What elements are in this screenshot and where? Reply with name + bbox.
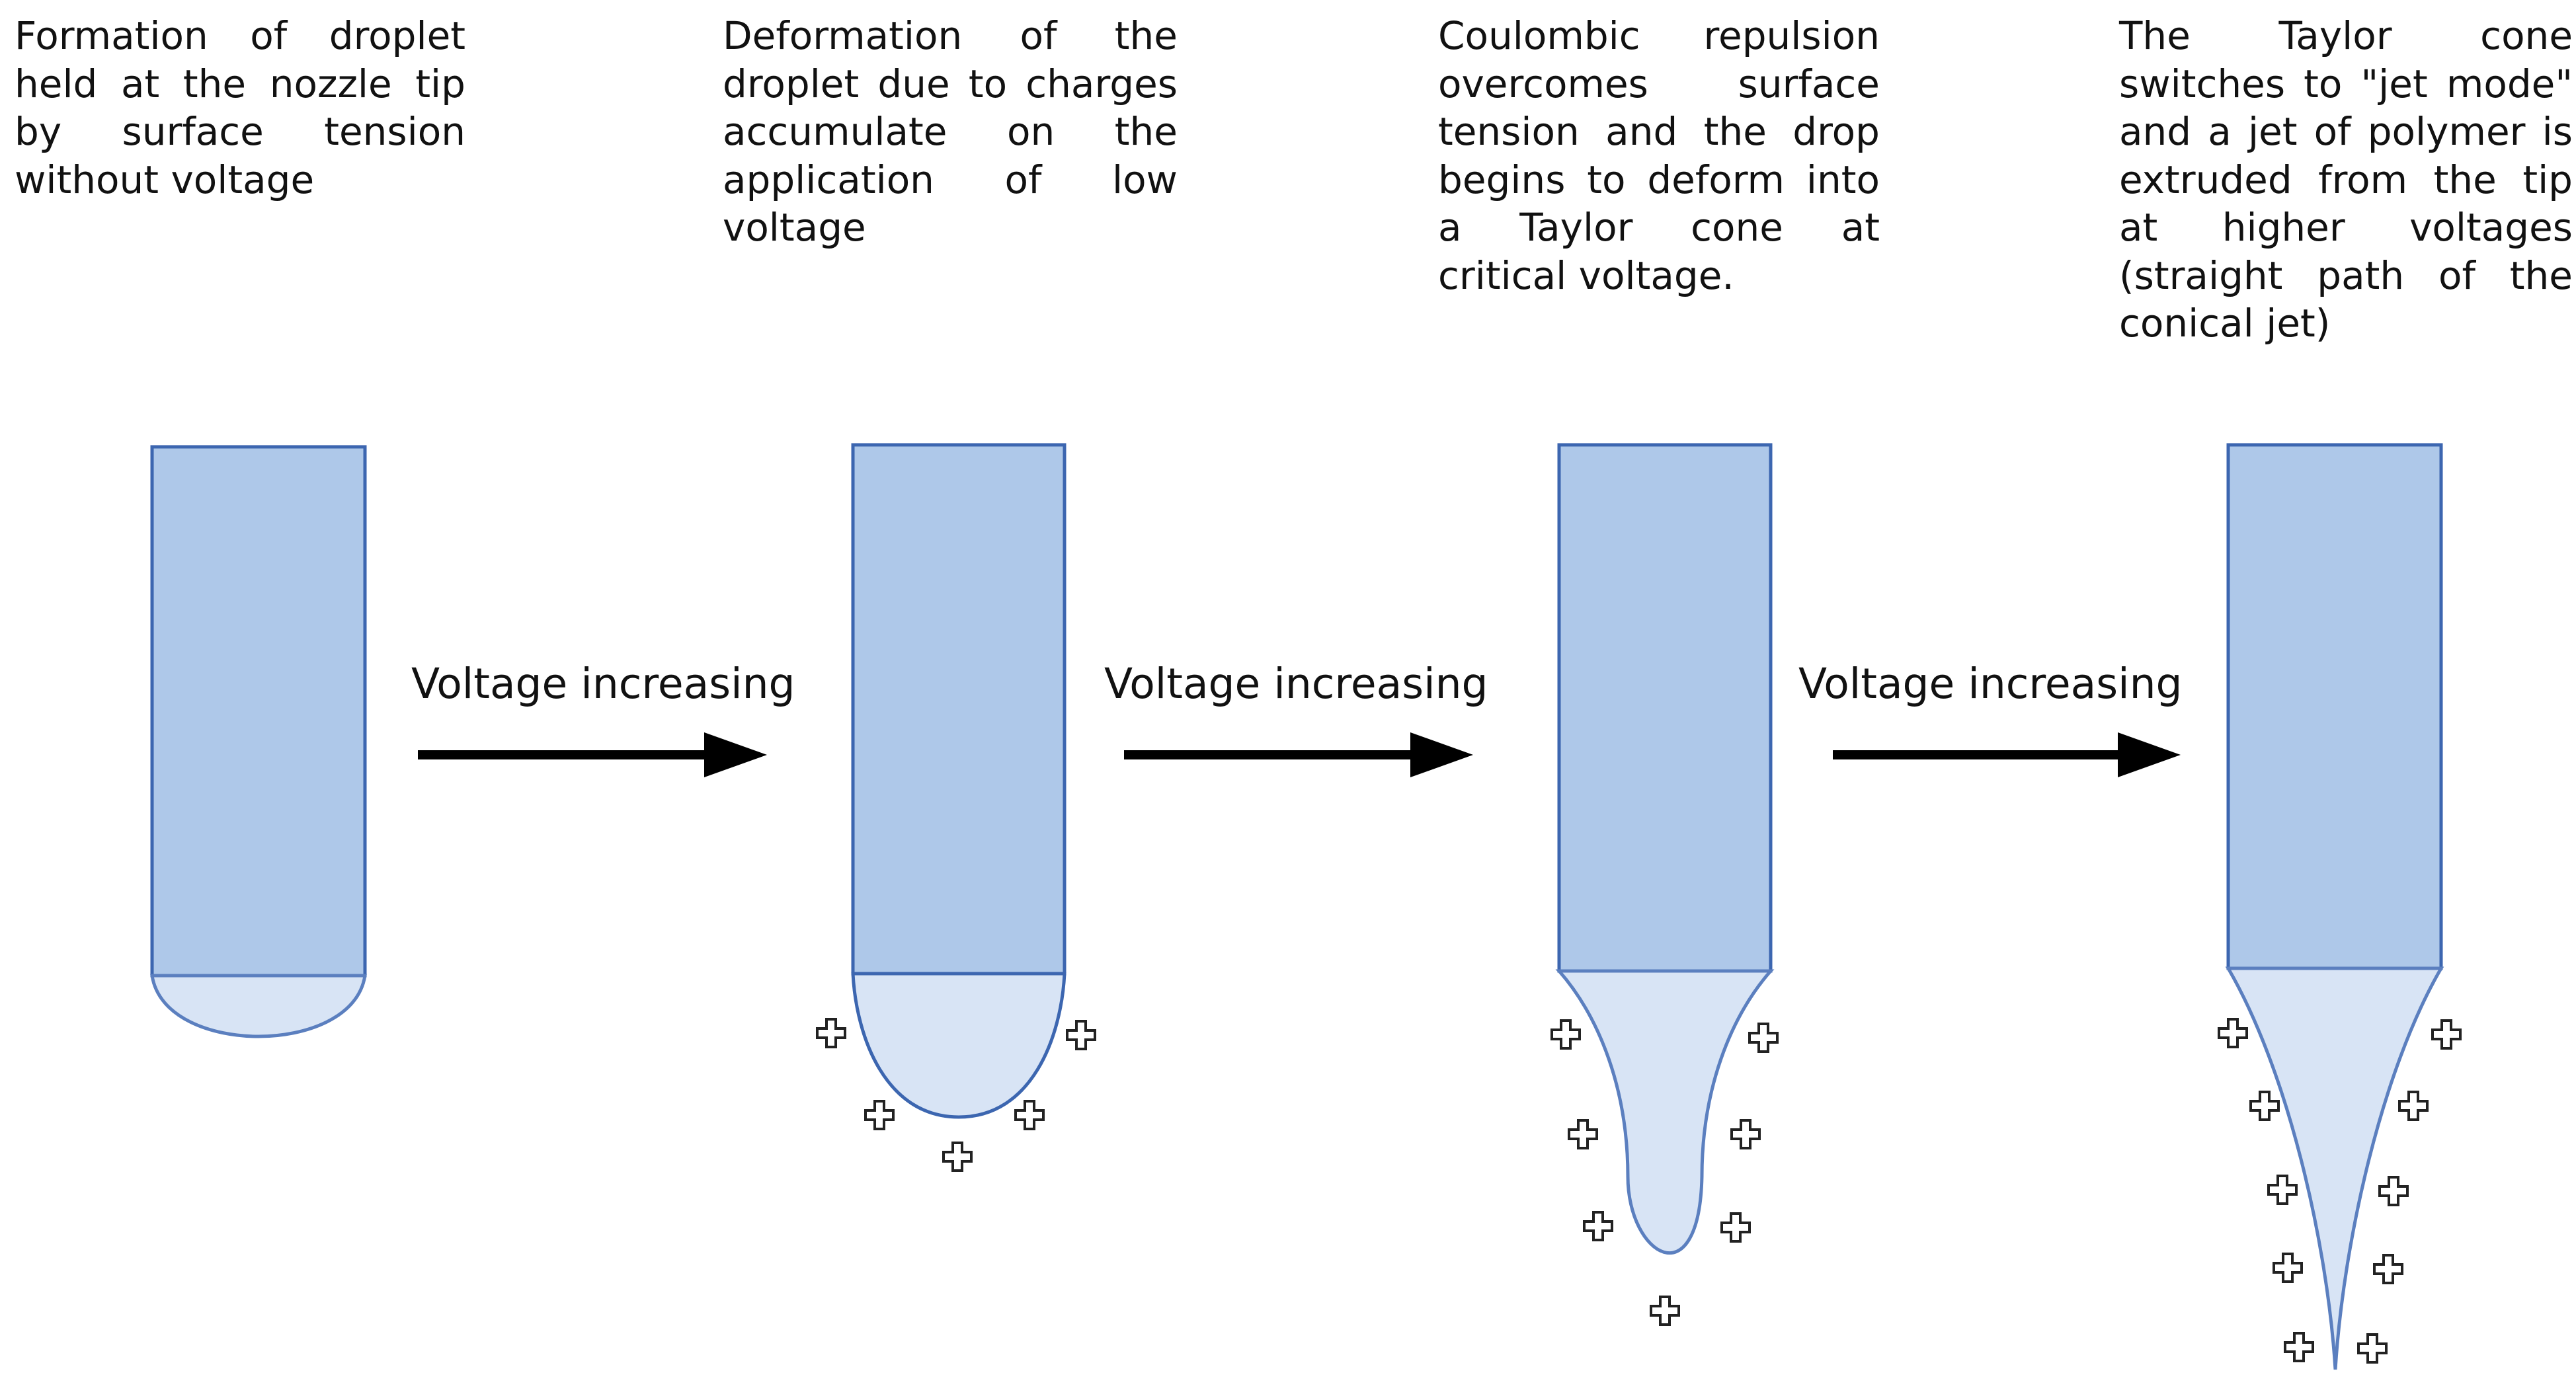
charge-icon [1568,1119,1598,1149]
charge-icon [1720,1212,1751,1243]
charge-icon [942,1142,973,1172]
charge-icon [2431,1019,2462,1050]
charge-icon [2249,1091,2280,1121]
charge-icon [2398,1091,2429,1121]
stage-4-nozzle [2226,443,2443,970]
charge-icon [2373,1254,2403,1284]
charge-icon [2378,1176,2409,1206]
stage-2-nozzle [851,443,1067,976]
stage-2-droplet [851,972,1067,1119]
arrow-1-label: Voltage increasing [411,660,795,708]
charge-icon [2284,1332,2314,1362]
charge-icon [1014,1100,1045,1130]
stage-4-conical-jet [2225,966,2444,1370]
arrow-3-label: Voltage increasing [1798,660,2183,708]
charge-icon [2273,1253,2303,1283]
charge-icon [816,1018,846,1048]
charge-icon [1748,1023,1779,1053]
charge-icon [2357,1333,2388,1364]
charge-icon [864,1100,895,1130]
charge-icon [1650,1296,1680,1326]
charge-icon [1550,1019,1581,1050]
stage-1-caption: Formation of droplet held at the nozzle … [15,13,465,202]
charge-icon [1066,1020,1096,1050]
arrow-1 [418,732,767,777]
charge-icon [1730,1119,1761,1149]
charge-icon [2218,1018,2248,1048]
stage-3-caption: Coulombic repulsion overcomes surface te… [1438,13,1880,298]
stage-3-taylor-cone [1555,969,1775,1255]
stage-1-nozzle [150,445,367,978]
arrow-2 [1124,732,1473,777]
stage-2-caption: Deformation of the droplet due to charge… [723,13,1178,250]
charge-icon [1583,1211,1613,1241]
stage-4-caption: The Taylor cone switches to "jet mode" a… [2119,13,2573,346]
stage-3-nozzle [1557,443,1773,973]
charge-icon [2267,1175,2298,1205]
arrow-2-label: Voltage increasing [1104,660,1488,708]
arrow-3 [1833,732,2181,777]
stage-1-droplet [150,974,367,1038]
